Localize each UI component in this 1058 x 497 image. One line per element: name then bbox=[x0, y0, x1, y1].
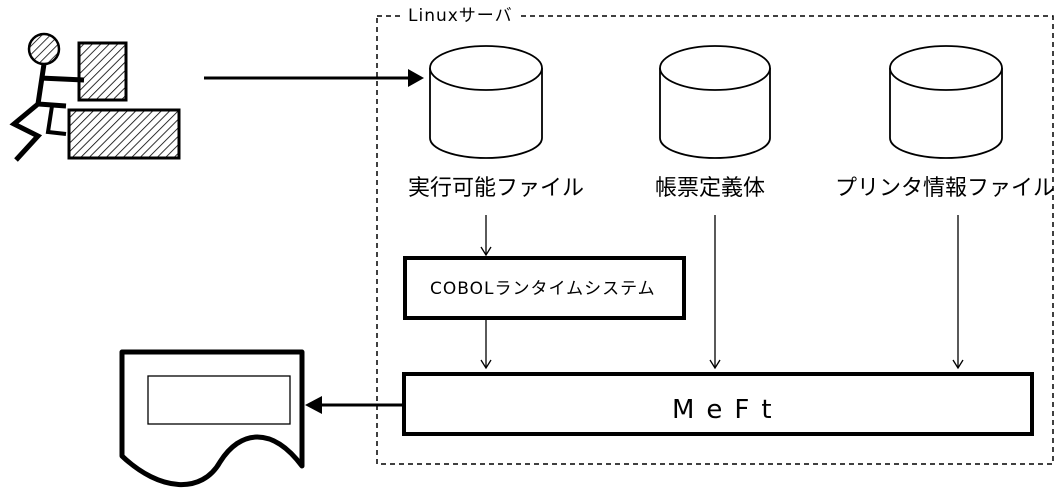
server-title: Linuxサーバ bbox=[404, 6, 517, 26]
runtime-label: COBOLランタイムシステム bbox=[430, 279, 656, 299]
form-definition-cylinder-icon bbox=[659, 45, 771, 159]
runtime-box bbox=[403, 256, 686, 320]
executable-file-cylinder-icon bbox=[429, 45, 543, 159]
server-boundary bbox=[376, 15, 1054, 465]
user-workstation-icon bbox=[9, 32, 181, 162]
meft-label: MeFt bbox=[672, 395, 784, 425]
executable-file-label: 実行可能ファイル bbox=[408, 176, 585, 201]
flow-arrows bbox=[480, 215, 964, 370]
printed-document-icon bbox=[119, 349, 305, 487]
printer-info-label: プリンタ情報ファイル bbox=[835, 176, 1056, 201]
form-definition-label: 帳票定義体 bbox=[655, 176, 766, 201]
printer-info-cylinder-icon bbox=[889, 45, 1003, 159]
